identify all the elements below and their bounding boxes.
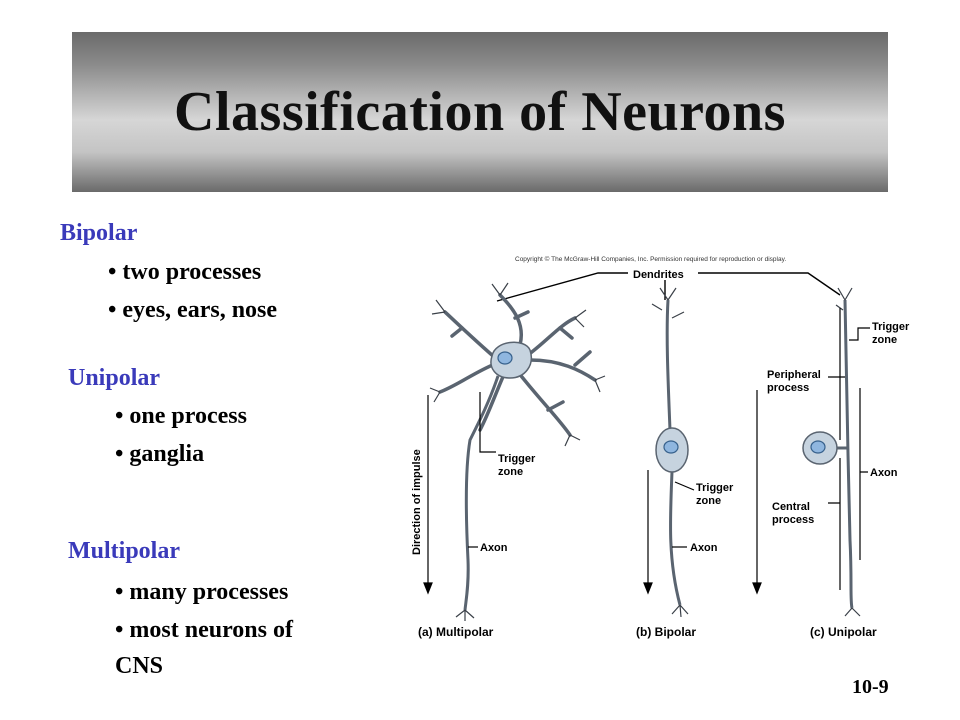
peripheral-process-line1: Peripheral [767, 369, 821, 381]
direction-label: Direction of impulse [411, 449, 423, 555]
bipolar-bullet-1: • two processes [108, 259, 262, 285]
unipolar-bullet-2: • ganglia [115, 441, 205, 467]
multipolar-neuron [429, 282, 606, 621]
multipolar-bullet-3: CNS [115, 653, 164, 679]
bipolar-bullet-2: • eyes, ears, nose [108, 297, 278, 323]
copyright-notice: Copyright © The McGraw-Hill Companies, I… [515, 255, 786, 263]
trigger-zone-c-line2: zone [872, 334, 897, 346]
unipolar-bullet-1: • one process [115, 403, 247, 429]
caption-unipolar: (c) Unipolar [810, 625, 877, 639]
dendrites-bracket [496, 272, 841, 302]
slide-title: Classification of Neurons [174, 81, 786, 143]
multipolar-bullet-2: • most neurons of [115, 617, 293, 643]
unipolar-neuron [802, 287, 861, 617]
bipolar-neuron [651, 287, 689, 618]
central-process-line2: process [772, 514, 814, 526]
axon-label-a: Axon [480, 542, 508, 554]
bipolar-heading: Bipolar [60, 220, 138, 246]
caption-bipolar: (b) Bipolar [636, 625, 696, 639]
caption-multipolar: (a) Multipolar [418, 625, 494, 639]
central-process-line1: Central [772, 501, 810, 513]
trigger-zone-a-line2: zone [498, 466, 523, 478]
trigger-zone-a-line1: Trigger [498, 453, 536, 465]
dendrites-label: Dendrites [633, 269, 684, 281]
axon-label-b: Axon [690, 542, 718, 554]
trigger-zone-b-line1: Trigger [696, 482, 734, 494]
peripheral-process-line2: process [767, 382, 809, 394]
trigger-zone-b-line2: zone [696, 495, 721, 507]
impulse-arrows [423, 390, 762, 595]
trigger-zone-c-line1: Trigger [872, 321, 910, 333]
multipolar-bullet-1: • many processes [115, 579, 289, 605]
unipolar-heading: Unipolar [68, 365, 161, 391]
neuron-figure: Copyright © The McGraw-Hill Companies, I… [411, 255, 910, 639]
title-banner: Classification of Neurons [72, 32, 888, 192]
axon-label-c: Axon [870, 467, 898, 479]
multipolar-heading: Multipolar [68, 538, 180, 564]
slide-number: 10-9 [852, 676, 889, 698]
